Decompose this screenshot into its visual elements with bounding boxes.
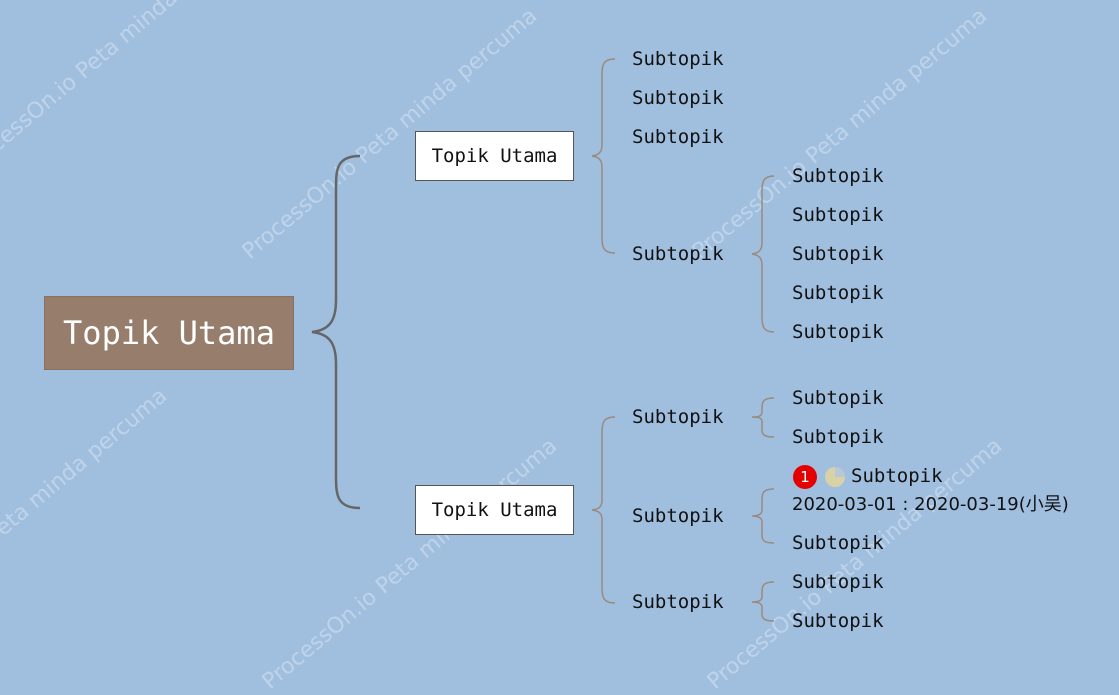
connector-root-brace	[311, 154, 361, 510]
main-topic-1[interactable]: Topik Utama	[415, 131, 574, 181]
subtopic-level3[interactable]: Subtopik	[792, 387, 884, 409]
quarter-progress-icon	[825, 467, 845, 487]
subtopic-level3[interactable]: Subtopik	[792, 165, 884, 187]
root-topic[interactable]: Topik Utama	[44, 296, 294, 370]
subtopic[interactable]: Subtopik	[632, 243, 724, 265]
subtopic[interactable]: Subtopik	[632, 505, 724, 527]
subtopic-level3[interactable]: Subtopik	[792, 610, 884, 632]
connector-sub-brace	[751, 397, 775, 438]
connector-sub-brace	[751, 488, 775, 544]
subtopic-level3[interactable]: Subtopik	[792, 243, 884, 265]
subtopic[interactable]: Subtopik	[632, 591, 724, 613]
subtopic-level3[interactable]: Subtopik	[792, 532, 884, 554]
subtopic-level3[interactable]: Subtopik	[792, 204, 884, 226]
connector-sub-brace	[751, 581, 775, 622]
connector-branch1-brace	[591, 58, 616, 254]
subtopic[interactable]: Subtopik	[632, 406, 724, 428]
subtopic[interactable]: Subtopik	[632, 126, 724, 148]
subtopic-level3[interactable]: Subtopik	[792, 426, 884, 448]
main-topic-2[interactable]: Topik Utama	[415, 485, 574, 535]
priority-badge-icon: 1	[793, 465, 817, 489]
subtopic[interactable]: Subtopik	[632, 48, 724, 70]
subtopic[interactable]: Subtopik	[632, 87, 724, 109]
connector-sub-brace	[751, 175, 775, 333]
subtopic-level3[interactable]: Subtopik	[792, 571, 884, 593]
subtopic-level3[interactable]: Subtopik	[792, 321, 884, 343]
task-date-range: 2020-03-01 : 2020-03-19(小吴)	[792, 494, 1069, 515]
connector-branch2-brace	[591, 416, 616, 604]
subtopic-level3-task[interactable]: Subtopik	[851, 465, 943, 487]
subtopic-level3[interactable]: Subtopik	[792, 282, 884, 304]
